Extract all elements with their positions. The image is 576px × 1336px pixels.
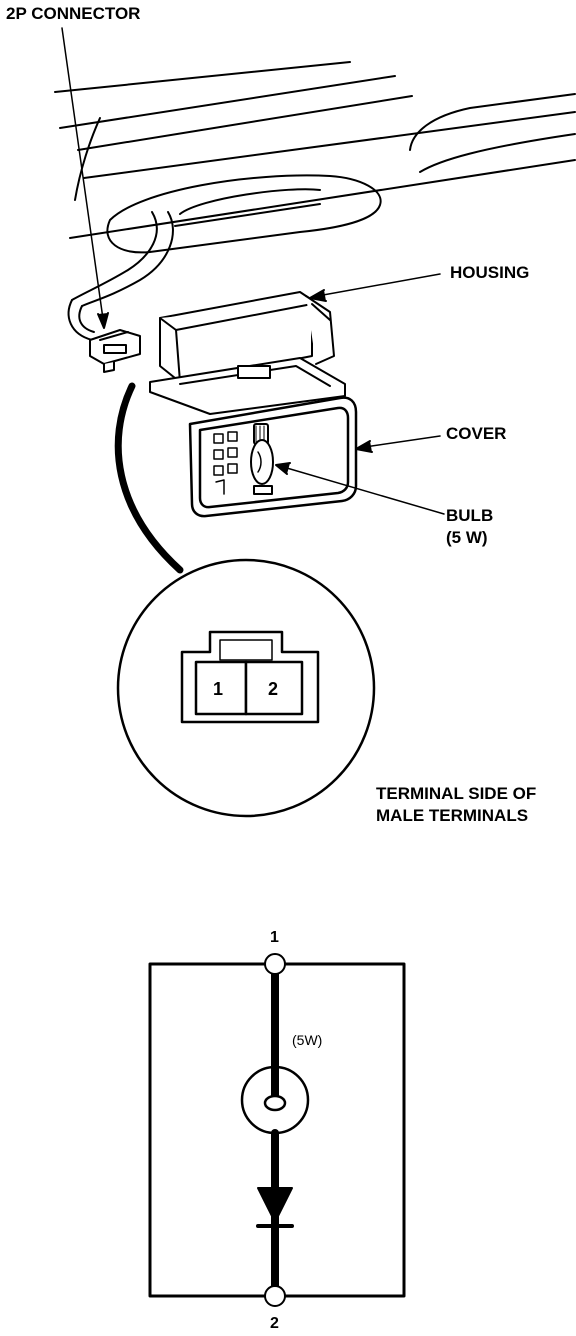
- schematic-bulb-rating: (5W): [292, 1032, 323, 1048]
- bulb-shape: [250, 423, 274, 495]
- label-bulb-rating: (5 W): [446, 528, 488, 547]
- roof-panel: [54, 61, 576, 239]
- leader-housing: [311, 273, 441, 298]
- label-bulb: BULB: [446, 506, 494, 525]
- wire-harness: [67, 211, 174, 341]
- callout-curve: [114, 382, 184, 574]
- schematic-terminal-2-label: 2: [270, 1315, 279, 1332]
- roof-recess: [106, 174, 382, 254]
- schematic-terminal-1: [264, 953, 286, 975]
- schematic-terminal-2: [264, 1285, 286, 1307]
- housing-flange: [149, 357, 346, 415]
- schematic-terminal-1-label: 1: [270, 929, 279, 946]
- leader-connector: [61, 27, 105, 327]
- housing-body: [159, 291, 335, 383]
- label-terminal-side: TERMINAL SIDE OF: [376, 784, 537, 803]
- connector-pin-1: 1: [213, 679, 224, 699]
- connector-pin-2: 2: [268, 679, 279, 699]
- leader-cover: [357, 435, 441, 449]
- cover-vents: [213, 431, 238, 495]
- label-housing: HOUSING: [450, 263, 530, 282]
- label-male-terminals: MALE TERMINALS: [376, 806, 529, 825]
- schematic-diode: [257, 1187, 293, 1223]
- leader-bulb: [279, 465, 445, 515]
- connector-body: [89, 329, 141, 373]
- label-2p-connector: 2P CONNECTOR: [6, 4, 141, 23]
- connector-face: [180, 630, 320, 724]
- label-cover: COVER: [446, 424, 507, 443]
- schematic: [148, 953, 406, 1307]
